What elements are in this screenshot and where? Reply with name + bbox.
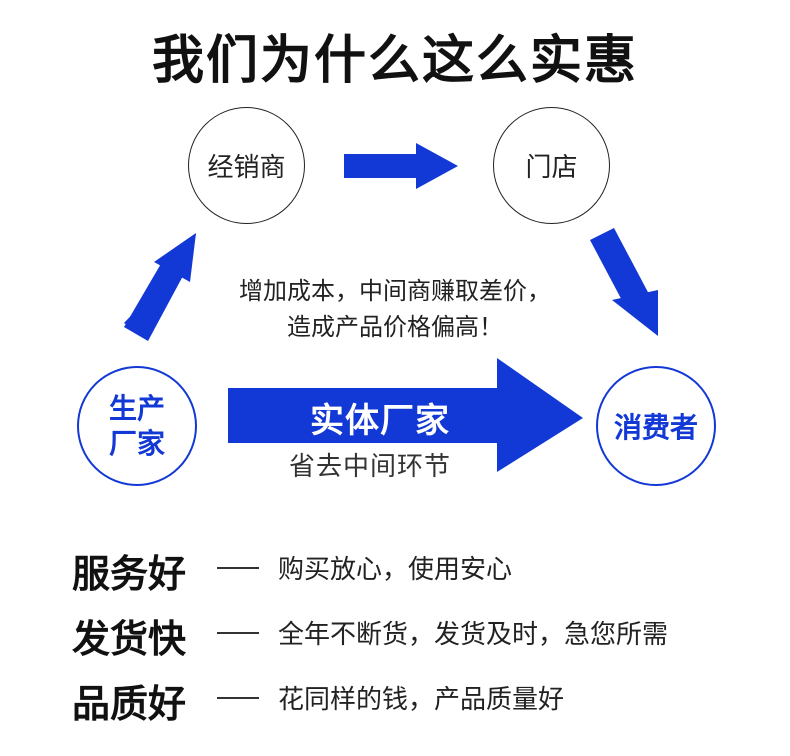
arrow-maker-to-dealer-head: [154, 233, 196, 282]
feature-label: 服务好: [72, 552, 187, 596]
arrow-dealer-to-store: [344, 143, 458, 189]
feature-dash: [217, 697, 259, 699]
arrow-direct: [228, 358, 583, 472]
arrow-store-to-consumer-head: [612, 290, 658, 336]
node-maker-line1: 生产: [108, 392, 165, 425]
feature-desc: 花同样的钱，产品质量好: [278, 685, 565, 715]
feature-quality: 品质好 花同样的钱，产品质量好: [72, 673, 772, 726]
feature-label: 品质好: [72, 682, 187, 726]
direct-sub-label: 省去中间环节: [288, 452, 451, 482]
feature-dash: [217, 567, 259, 569]
node-dealer: 经销商: [188, 107, 305, 224]
middleman-note-line1: 增加成本，中间商赚取差价，: [239, 277, 551, 305]
node-consumer-label: 消费者: [613, 411, 698, 444]
direct-label: 实体厂家: [310, 401, 450, 441]
node-dealer-label: 经销商: [207, 153, 286, 183]
page-title: 我们为什么这么实惠: [151, 31, 638, 91]
node-consumer: 消费者: [596, 366, 716, 486]
arrow-store-to-consumer-shaft: [590, 228, 650, 308]
feature-desc: 全年不断货，发货及时，急您所需: [278, 620, 669, 650]
node-maker: 生产 厂家: [77, 366, 197, 486]
feature-label: 发货快: [72, 617, 187, 661]
node-store-label: 门店: [525, 153, 578, 183]
feature-service: 服务好 购买放心，使用安心: [72, 543, 772, 596]
feature-shipping: 发货快 全年不断货，发货及时，急您所需: [72, 608, 772, 661]
arrow-maker-to-dealer-shaft: [124, 262, 184, 341]
node-store: 门店: [493, 107, 610, 224]
feature-desc: 购买放心，使用安心: [278, 555, 513, 585]
node-maker-line2: 厂家: [108, 427, 165, 460]
feature-dash: [217, 632, 259, 634]
middleman-note-line2: 造成产品价格偏高！: [287, 313, 503, 341]
